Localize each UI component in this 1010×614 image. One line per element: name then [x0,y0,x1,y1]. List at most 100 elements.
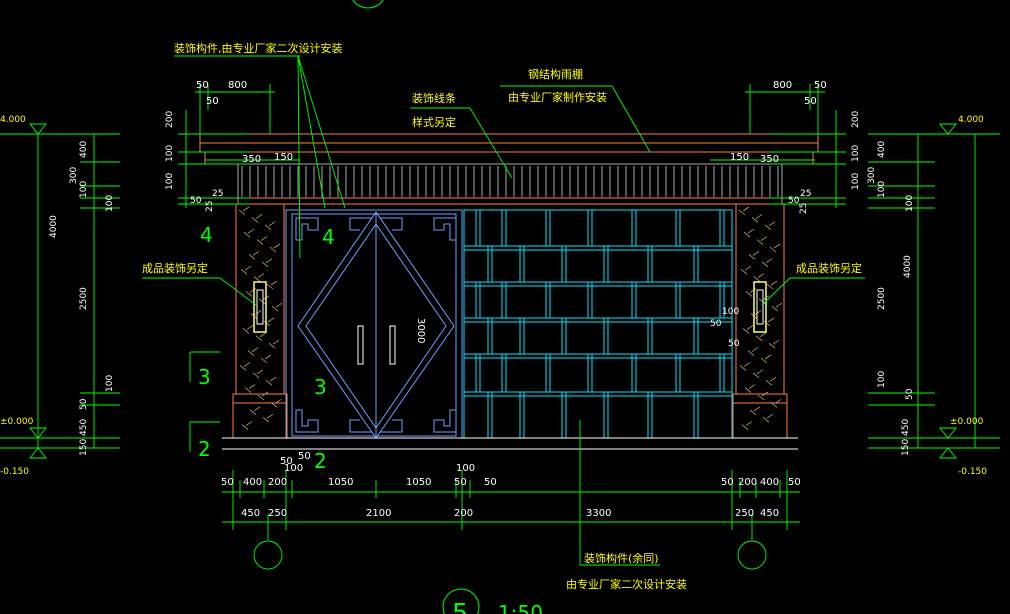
annotations: 装饰构件,由专业厂家二次设计安装 装饰线条 样式另定 钢结构雨棚 由专业厂家制作… [142,41,862,591]
left-side-dim-text: 200 100 100 50 25 25 400 300 100 100 400… [49,111,223,456]
top-dimension-text: 50 800 50 800 50 50 350 150 150 350 [196,80,827,165]
left-pilaster-hatch [238,206,283,430]
right-side-dim-text: 200 100 100 50 25 25 400 300 100 100 400… [788,111,915,456]
drawing-stroke [242,328,250,334]
drawing-stroke [768,221,776,227]
trim-slats [241,166,779,197]
drawing-stroke [242,206,250,212]
dim-r-25a: 25 [800,189,811,199]
dim-b2-5: 250 [735,508,754,519]
drawing-stroke [740,268,748,275]
drawing-stroke [261,391,269,397]
title-bubble [442,588,480,614]
drawing-stroke [264,224,272,231]
section-mark-door-3: 3 [314,375,327,399]
dim-b2-4: 3300 [586,508,611,519]
dim-r-150: 150 [901,439,911,456]
dim-b2-6: 450 [760,508,779,519]
dim-top-left-50: 50 [196,80,209,91]
drawing-stroke [774,399,782,404]
drawing-stroke [265,258,273,264]
bottom-dim-text: 50 50 50 400 200 100 1050 1050 100 50 50… [221,451,801,519]
drawing-stroke [244,387,252,393]
dim-r-25b: 25 [799,203,809,214]
dim-l-100a: 100 [165,145,175,162]
dim-b1-8: 50 [484,477,497,488]
drawing-stroke [252,372,260,379]
dim-b1-4: 1050 [328,477,353,488]
drawing-stroke [765,258,773,264]
dim-r-400: 400 [877,141,887,158]
drawing-stroke [249,409,257,416]
drawing-stroke [762,416,770,423]
drawing-stroke [767,317,775,323]
title-number: 5 [452,599,469,614]
drawing-stroke [261,261,269,268]
door-height-dim: 3000 [415,318,426,343]
dim-r-100d: 100 [905,195,915,212]
section-mark-left-2: 2 [198,437,211,461]
drawing-stroke [274,399,282,404]
dim-r-50: 50 [788,196,800,206]
dim-inner-100: 100 [722,307,739,317]
drawing-stroke [266,413,274,419]
elev-right-top: 4.000 [958,115,984,125]
drawing-stroke [253,276,261,282]
drawing-stroke [764,354,772,360]
drawing-stroke [252,251,260,256]
grid-bubble-top [352,0,384,9]
drawing-stroke [251,347,259,352]
dim-b1-2: 200 [268,477,287,488]
dim-l-200: 200 [165,111,175,128]
drawing-stroke [764,224,772,231]
elevation-structure [199,133,819,450]
drawing-stroke [775,302,783,308]
drawing-stroke [240,268,248,275]
dim-r-100b: 100 [851,173,861,190]
drawing-stroke [741,424,749,430]
drawing-stroke [259,332,267,338]
drawing-stroke [747,228,755,234]
drawing-stroke [759,332,767,338]
drawing-stroke [265,379,273,386]
dim-b2-1: 250 [268,508,287,519]
drawing-stroke [256,239,264,245]
dim-b1-1: 400 [243,477,262,488]
drawing-stroke [271,305,279,312]
note-right-fixture: 成品装饰另定 [796,261,862,275]
dim-l-50: 50 [190,196,202,206]
dim-b1-3: 100 [284,463,303,474]
dim-top-left-800: 800 [228,80,247,91]
left-lamp-fixture [253,281,267,333]
drawing-stroke [748,384,756,389]
drawing-stroke [743,362,751,367]
drawing-stroke [272,339,280,345]
dim-inner-50b: 50 [728,339,740,349]
drawing-stroke [757,394,765,401]
dim-l-100b: 100 [165,173,175,190]
dimension-lines [0,84,1000,570]
dim-b1-6: 100 [456,463,475,474]
drawing-stroke [268,221,276,227]
dim-r-4000: 4000 [903,255,913,278]
drawing-stroke [739,365,747,371]
note-top-ornament: 装饰构件,由专业厂家二次设计安装 [174,41,343,55]
drawing-stroke [744,265,752,271]
drawing-stroke [756,369,764,375]
note-left-fixture: 成品装饰另定 [142,261,208,275]
drawing-stroke [251,217,259,223]
dim-inner-50a: 50 [710,319,722,329]
drawing-stroke [248,254,256,260]
drawing-stroke [770,402,778,408]
drawing-stroke [756,239,764,245]
dim-b1-9: 50 [721,477,734,488]
drawing-stroke [755,214,763,219]
drawing-stroke [753,406,761,412]
title-scale: 1:50 [498,601,543,614]
section-mark-left-3: 3 [198,365,211,389]
dim-r-450: 450 [901,419,911,436]
drawing-stroke [248,384,256,389]
drawing-stroke [761,391,769,397]
dim-b1-10: 200 [738,477,757,488]
